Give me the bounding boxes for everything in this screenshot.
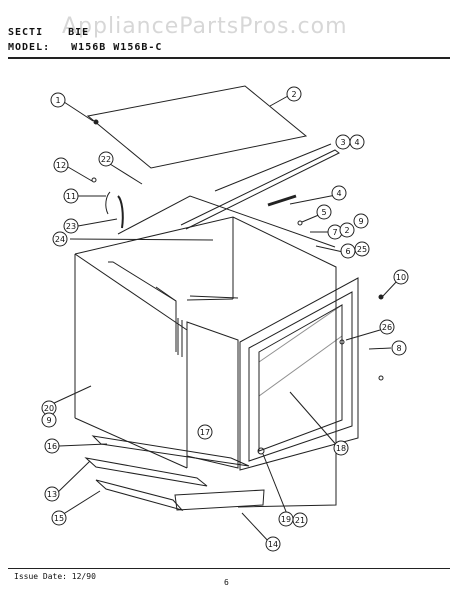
model-value: W156B W156B-C <box>71 42 163 53</box>
callout-9: 9 <box>353 213 369 229</box>
callout-14: 14 <box>265 536 281 552</box>
callout-label: 9 <box>46 416 51 425</box>
callout-label: 26 <box>382 323 392 332</box>
callout-label: 25 <box>357 245 367 254</box>
bracket-4 <box>267 194 297 207</box>
callout-15: 15 <box>51 510 67 526</box>
callout-21: 21 <box>292 512 308 528</box>
callout-2: 2 <box>286 86 302 102</box>
model-line: MODEL: W156B W156B-C <box>8 42 162 53</box>
callout-label: 1 <box>55 96 60 105</box>
callout-label: 7 <box>332 228 337 237</box>
callout-11: 11 <box>63 188 79 204</box>
callout-16: 16 <box>44 438 60 454</box>
callout-17: 17 <box>197 424 213 440</box>
watermark: AppliancePartsPros.com <box>62 14 348 39</box>
wire-bundle <box>117 195 124 229</box>
callout-26: 26 <box>379 319 395 335</box>
callout-6: 6 <box>340 243 356 259</box>
screw-5 <box>297 220 303 226</box>
callout-19: 19 <box>278 511 294 527</box>
base-rail-13 <box>84 457 208 487</box>
callout-label: 15 <box>54 514 64 523</box>
callout-18: 18 <box>333 440 349 456</box>
base-rail-16 <box>91 435 250 467</box>
callout-label: 24 <box>55 235 65 244</box>
section-line: SECTI BIE <box>8 27 89 38</box>
callout-12: 12 <box>53 157 69 173</box>
callout-13: 13 <box>44 486 60 502</box>
door-frame <box>239 277 359 471</box>
base-rail-15 <box>95 479 184 511</box>
callout-label: 2 <box>344 226 349 235</box>
callout-2: 2 <box>339 222 355 238</box>
callout-label: 3 <box>340 138 345 147</box>
hose-clip <box>105 191 111 215</box>
callout-label: 6 <box>345 247 350 256</box>
inner-panel <box>186 321 239 469</box>
screw-26 <box>339 339 345 345</box>
callout-label: 12 <box>56 161 66 170</box>
screw-8 <box>378 375 384 381</box>
callout-label: 4 <box>354 138 359 147</box>
diagram-lines <box>51 85 399 544</box>
callout-label: 16 <box>47 442 57 451</box>
screw-12 <box>91 177 97 183</box>
callout-label: 11 <box>66 192 76 201</box>
callout-4: 4 <box>349 134 365 150</box>
callout-label: 14 <box>268 540 278 549</box>
callout-label: 13 <box>47 490 57 499</box>
callout-label: 19 <box>281 515 291 524</box>
top-panel <box>86 85 308 169</box>
callout-1: 1 <box>50 92 66 108</box>
screw-10 <box>378 294 384 300</box>
callout-10: 10 <box>393 269 409 285</box>
callout-label: 23 <box>66 222 76 231</box>
callout-label: 2 <box>291 90 296 99</box>
callout-label: 21 <box>295 516 305 525</box>
callout-label: 17 <box>200 428 210 437</box>
model-label: MODEL: <box>8 42 51 53</box>
callout-label: 8 <box>396 344 401 353</box>
footer-rule <box>8 568 450 569</box>
page-number: 6 <box>224 578 229 587</box>
callout-label: 10 <box>396 273 406 282</box>
callout-9: 9 <box>41 412 57 428</box>
callout-24: 24 <box>52 231 68 247</box>
base-rail-14 <box>174 489 265 511</box>
callout-label: 4 <box>336 189 341 198</box>
latch-19 <box>257 447 265 455</box>
section-value: BIE <box>68 27 90 38</box>
callout-label: 5 <box>321 208 326 217</box>
callout-23: 23 <box>63 218 79 234</box>
callout-label: 20 <box>44 404 54 413</box>
callout-label: 9 <box>358 217 363 226</box>
callout-8: 8 <box>391 340 407 356</box>
issue-date: Issue Date: 12/90 <box>14 572 96 581</box>
cabinet-body <box>74 216 337 508</box>
callout-25: 25 <box>354 241 370 257</box>
callout-label: 22 <box>101 155 111 164</box>
callout-3: 3 <box>335 134 351 150</box>
callout-4: 4 <box>331 185 347 201</box>
screw-2 <box>93 119 99 125</box>
section-label: SECTI <box>8 27 44 38</box>
callout-label: 18 <box>336 444 346 453</box>
header-rule <box>8 57 450 59</box>
callout-22: 22 <box>98 151 114 167</box>
callout-5: 5 <box>316 204 332 220</box>
